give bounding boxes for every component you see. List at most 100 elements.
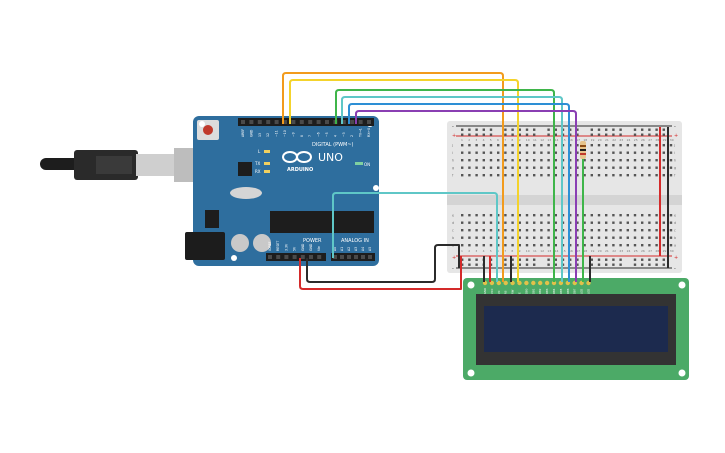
rail-hole[interactable] — [547, 258, 550, 261]
breadboard-hole[interactable] — [655, 151, 658, 154]
breadboard-hole[interactable] — [569, 166, 572, 169]
breadboard-hole[interactable] — [605, 221, 608, 224]
rail-hole[interactable] — [597, 263, 601, 266]
rail-hole[interactable] — [662, 258, 665, 261]
breadboard-hole[interactable] — [489, 221, 493, 224]
breadboard-hole[interactable] — [475, 244, 478, 247]
breadboard-hole[interactable] — [583, 166, 586, 169]
blue-wire[interactable] — [348, 103, 570, 282]
analog-pin[interactable] — [354, 255, 358, 259]
breadboard-hole[interactable] — [525, 174, 529, 177]
breadboard-hole[interactable] — [648, 174, 651, 177]
breadboard-hole[interactable] — [576, 221, 579, 224]
teal-wire-top[interactable] — [341, 96, 563, 282]
breadboard-hole[interactable] — [605, 236, 608, 239]
breadboard-hole[interactable] — [554, 236, 557, 239]
rail-hole[interactable] — [612, 133, 615, 136]
digital-pin[interactable] — [249, 120, 254, 124]
breadboard-hole[interactable] — [569, 221, 572, 224]
breadboard-hole[interactable] — [461, 159, 464, 162]
breadboard-hole[interactable] — [662, 244, 665, 247]
breadboard-hole[interactable] — [655, 159, 658, 162]
breadboard-hole[interactable] — [468, 244, 471, 247]
breadboard-hole[interactable] — [525, 159, 529, 162]
breadboard-hole[interactable] — [511, 174, 514, 177]
digital-pin[interactable] — [350, 120, 355, 124]
breadboard-hole[interactable] — [482, 244, 485, 247]
breadboard-hole[interactable] — [641, 214, 644, 217]
breadboard-hole[interactable] — [504, 236, 507, 239]
rail-hole[interactable] — [518, 263, 521, 266]
breadboard-hole[interactable] — [641, 166, 644, 169]
breadboard-hole[interactable] — [590, 166, 593, 169]
rail-hole[interactable] — [597, 258, 601, 261]
rail-hole[interactable] — [641, 128, 644, 131]
breadboard-hole[interactable] — [461, 151, 464, 154]
rail-hole[interactable] — [619, 263, 622, 266]
breadboard-hole[interactable] — [655, 229, 658, 232]
breadboard-hole[interactable] — [576, 144, 579, 147]
breadboard-hole[interactable] — [461, 214, 464, 217]
breadboard-hole[interactable] — [669, 244, 673, 247]
breadboard-hole[interactable] — [605, 214, 608, 217]
rail-hole[interactable] — [641, 133, 644, 136]
breadboard-hole[interactable] — [590, 159, 593, 162]
breadboard-hole[interactable] — [489, 144, 493, 147]
breadboard-hole[interactable] — [468, 214, 471, 217]
rail-hole[interactable] — [648, 258, 651, 261]
rail-hole[interactable] — [511, 128, 514, 131]
breadboard-hole[interactable] — [489, 244, 493, 247]
rail-hole[interactable] — [554, 263, 557, 266]
breadboard-hole[interactable] — [518, 159, 521, 162]
breadboard-hole[interactable] — [497, 151, 500, 154]
breadboard-hole[interactable] — [633, 236, 637, 239]
breadboard-hole[interactable] — [504, 244, 507, 247]
breadboard-hole[interactable] — [619, 244, 622, 247]
breadboard-hole[interactable] — [540, 174, 543, 177]
breadboard-hole[interactable] — [482, 236, 485, 239]
breadboard-hole[interactable] — [648, 236, 651, 239]
rail-hole[interactable] — [612, 258, 615, 261]
lcd-pin[interactable] — [503, 280, 508, 286]
breadboard-hole[interactable] — [475, 236, 478, 239]
breadboard-hole[interactable] — [511, 151, 514, 154]
breadboard-hole[interactable] — [533, 229, 536, 232]
rail-hole[interactable] — [475, 128, 478, 131]
breadboard-hole[interactable] — [518, 214, 521, 217]
digital-pin[interactable] — [283, 120, 287, 124]
breadboard-hole[interactable] — [576, 166, 579, 169]
breadboard-hole[interactable] — [475, 221, 478, 224]
breadboard-hole[interactable] — [605, 174, 608, 177]
breadboard-hole[interactable] — [669, 166, 673, 169]
rail-hole[interactable] — [468, 128, 471, 131]
black-gnd-wire[interactable] — [306, 244, 460, 283]
breadboard-hole[interactable] — [669, 236, 673, 239]
rail-hole[interactable] — [655, 263, 658, 266]
breadboard-hole[interactable] — [511, 214, 514, 217]
breadboard-hole[interactable] — [489, 229, 493, 232]
breadboard-hole[interactable] — [641, 236, 644, 239]
rail-hole[interactable] — [576, 128, 579, 131]
analog-pin[interactable] — [361, 255, 365, 259]
breadboard-hole[interactable] — [489, 151, 493, 154]
breadboard-hole[interactable] — [475, 214, 478, 217]
breadboard-hole[interactable] — [547, 214, 550, 217]
breadboard-hole[interactable] — [468, 229, 471, 232]
breadboard-hole[interactable] — [533, 221, 536, 224]
breadboard-hole[interactable] — [612, 144, 615, 147]
breadboard-hole[interactable] — [597, 159, 601, 162]
breadboard-hole[interactable] — [626, 159, 629, 162]
rail-hole[interactable] — [518, 128, 521, 131]
breadboard-hole[interactable] — [662, 166, 665, 169]
rail-hole[interactable] — [612, 128, 615, 131]
power-pin[interactable] — [300, 255, 305, 259]
breadboard-hole[interactable] — [612, 229, 615, 232]
breadboard-hole[interactable] — [547, 151, 550, 154]
breadboard-hole[interactable] — [633, 229, 637, 232]
rail-hole[interactable] — [569, 133, 572, 136]
rail-hole[interactable] — [525, 258, 529, 261]
breadboard-hole[interactable] — [583, 214, 586, 217]
rail-hole[interactable] — [547, 133, 550, 136]
breadboard-hole[interactable] — [597, 244, 601, 247]
